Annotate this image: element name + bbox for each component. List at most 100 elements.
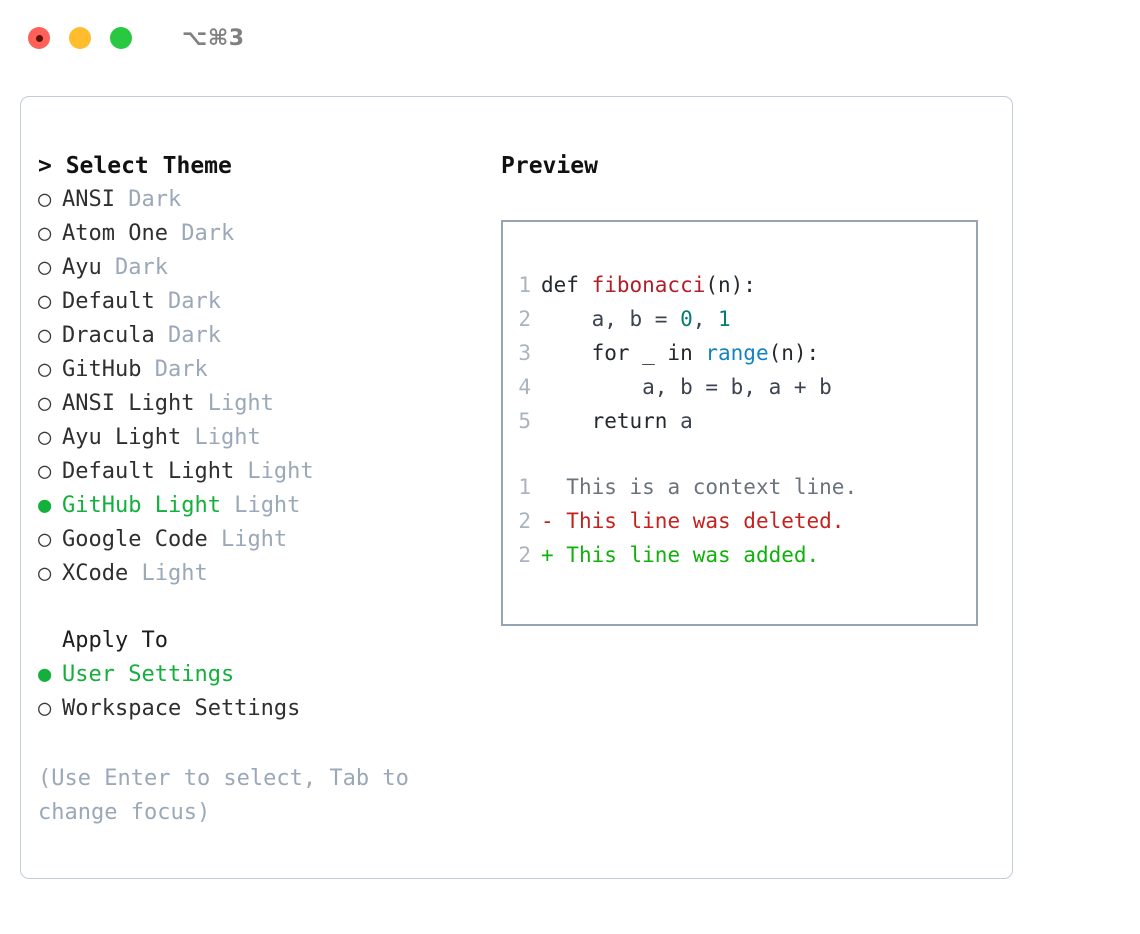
theme-option-label: Ayu xyxy=(62,255,102,280)
code-token-ident: , xyxy=(692,307,719,331)
radio-unselected-icon: ○ xyxy=(38,459,52,484)
radio-selected-icon: ● xyxy=(38,662,52,687)
diff-line-added: 2+ This line was added. xyxy=(503,538,976,572)
radio-unselected-icon: ○ xyxy=(38,561,52,586)
theme-option-label: Dracula xyxy=(62,323,155,348)
theme-option-label: ANSI xyxy=(62,187,115,212)
theme-option-ansi-light[interactable]: ○ ANSI Light Light xyxy=(38,387,478,421)
code-line-number: 5 xyxy=(518,409,531,433)
radio-unselected-icon: ○ xyxy=(38,187,52,212)
code-line-text: return a xyxy=(541,404,693,438)
radio-unselected-icon: ○ xyxy=(38,289,52,314)
theme-option-label: Default Light xyxy=(62,459,235,484)
window-titlebar: ⌥⌘3 xyxy=(0,0,1140,76)
theme-option-label: Ayu Light xyxy=(62,425,182,450)
radio-unselected-icon: ○ xyxy=(38,323,52,348)
theme-option-github[interactable]: ○ GitHub Dark xyxy=(38,353,478,387)
code-line-number: 2 xyxy=(518,307,531,331)
theme-variant-badge: Dark xyxy=(114,187,182,212)
code-token-ident: a, b = b, a + b xyxy=(541,375,832,399)
theme-variant-badge: Dark xyxy=(101,255,168,280)
diff-marker: + xyxy=(541,543,554,567)
theme-option-label: Google Code xyxy=(62,527,208,552)
app-frame: > Select Theme ○ANSI Dark○Atom One Dark○… xyxy=(20,96,1013,879)
radio-unselected-icon: ○ xyxy=(38,391,52,416)
code-token-plain: def xyxy=(541,273,592,297)
diff-line-number: 1 xyxy=(518,475,531,499)
theme-variant-badge: Light xyxy=(181,425,261,450)
theme-variant-badge: Dark xyxy=(154,323,221,348)
code-line: 5 return a xyxy=(503,404,976,438)
window-controls xyxy=(28,27,132,49)
theme-option-ansi[interactable]: ○ ANSI Dark xyxy=(38,183,478,217)
code-line-text: a, b = b, a + b xyxy=(541,370,832,404)
code-line-text: for _ in range(n): xyxy=(541,336,820,370)
code-token-func: fibonacci xyxy=(591,273,706,297)
theme-option-atom-one[interactable]: ○Atom One Dark xyxy=(38,217,478,251)
theme-option-default[interactable]: ○ Default Dark xyxy=(38,285,478,319)
zoom-button[interactable] xyxy=(110,27,132,49)
code-token-plain: return xyxy=(541,409,681,433)
diff-marker: - xyxy=(541,509,554,533)
apply-to-section: Apply To ● User Settings ○ Workspace Settin… xyxy=(38,624,478,726)
apply-to-option-label: Workspace Settings xyxy=(62,696,301,721)
theme-option-label: GitHub Light xyxy=(62,493,221,518)
radio-unselected-icon: ○ xyxy=(38,527,52,552)
theme-option-xcode[interactable]: ○ XCode Light xyxy=(38,557,478,591)
code-token-plain: (n): xyxy=(768,341,820,365)
apply-to-option-workspace-settings[interactable]: ○ Workspace Settings xyxy=(38,692,478,726)
diff-line-text: This is a context line. xyxy=(553,475,858,499)
code-line-text: a, b = 0, 1 xyxy=(541,302,731,336)
code-diff-spacer xyxy=(503,438,976,470)
theme-variant-badge: Light xyxy=(234,459,314,484)
radio-selected-icon: ● xyxy=(38,493,52,518)
theme-option-dracula[interactable]: ○ Dracula Dark xyxy=(38,319,478,353)
apply-to-option-user-settings[interactable]: ● User Settings xyxy=(38,658,478,692)
theme-variant-badge: Dark xyxy=(154,289,221,314)
diff-sample: 1 This is a context line. 2- This line wa… xyxy=(503,470,976,572)
radio-unselected-icon: ○ xyxy=(38,221,52,246)
radio-unselected-icon: ○ xyxy=(38,357,52,382)
code-token-ident: a, b = xyxy=(541,307,681,331)
theme-option-default-light[interactable]: ○ Default Light Light xyxy=(38,455,478,489)
theme-option-github-light[interactable]: ●GitHub Light Light xyxy=(38,489,478,523)
code-line-number: 3 xyxy=(518,341,531,365)
theme-option-list: ○ANSI Dark○Atom One Dark○Ayu Dark○Defaul… xyxy=(38,183,478,591)
code-token-num: 0 xyxy=(680,307,693,331)
radio-unselected-icon: ○ xyxy=(38,696,52,721)
diff-line-number: 2 xyxy=(518,509,531,533)
theme-option-ayu-light[interactable]: ○ Ayu Light Light xyxy=(38,421,478,455)
theme-variant-badge: Light xyxy=(194,391,274,416)
theme-picker-header: > Select Theme xyxy=(38,153,232,179)
keyboard-shortcut-label: ⌥⌘3 xyxy=(182,25,245,51)
theme-variant-badge: Light xyxy=(128,561,208,586)
code-token-plain: (n): xyxy=(705,273,756,297)
theme-option-label: XCode xyxy=(62,561,129,586)
minimize-button[interactable] xyxy=(69,27,91,49)
theme-option-ayu[interactable]: ○Ayu Dark xyxy=(38,251,478,285)
code-token-num: 1 xyxy=(718,307,731,331)
theme-option-google-code[interactable]: ○ Google Code Light xyxy=(38,523,478,557)
theme-variant-badge: Dark xyxy=(141,357,208,382)
content-columns: > Select Theme ○ANSI Dark○Atom One Dark○… xyxy=(21,97,1012,878)
apply-to-option-list: ● User Settings ○ Workspace Settings xyxy=(38,658,478,726)
code-token-ident: a xyxy=(680,409,693,433)
code-token-call: range xyxy=(705,341,769,365)
radio-unselected-icon: ○ xyxy=(38,425,52,450)
theme-option-label: Default xyxy=(62,289,155,314)
theme-picker-panel: > Select Theme ○ANSI Dark○Atom One Dark○… xyxy=(38,149,478,830)
apply-to-option-label: User Settings xyxy=(62,662,235,687)
close-button[interactable] xyxy=(28,27,50,49)
theme-variant-badge: Light xyxy=(207,527,288,552)
code-line: 4 a, b = b, a + b xyxy=(503,370,976,404)
code-line-text: def fibonacci(n): xyxy=(541,268,756,302)
diff-line-deleted: 2- This line was deleted. xyxy=(503,504,976,538)
code-line: 3 for _ in range(n): xyxy=(503,336,976,370)
diff-line-text: This line was added. xyxy=(553,543,820,567)
code-line-number: 1 xyxy=(518,273,531,297)
theme-option-label: GitHub xyxy=(62,357,142,382)
theme-option-label: ANSI Light xyxy=(62,391,195,416)
apply-to-title: Apply To xyxy=(62,628,168,653)
